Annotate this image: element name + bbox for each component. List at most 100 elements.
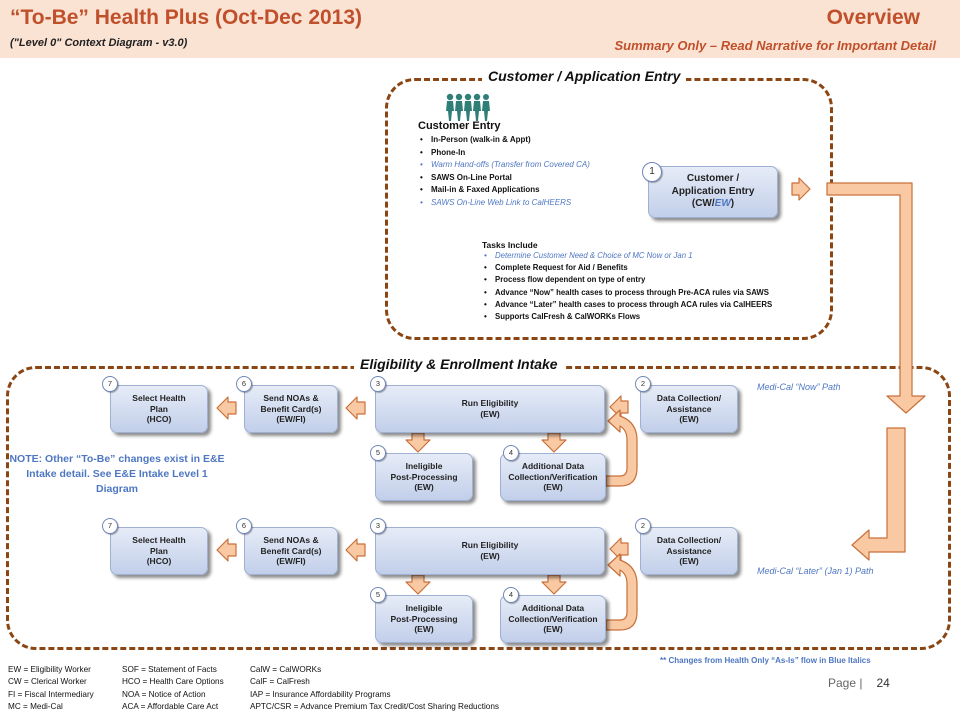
- later-path-label: Medi-Cal “Later” (Jan 1) Path: [757, 566, 874, 576]
- page-title: “To-Be” Health Plus (Oct-Dec 2013): [10, 6, 363, 29]
- legend-entry: NOA = Notice of Action: [122, 689, 206, 699]
- tasks-list: Tasks Include Determine Customer Need & …: [482, 240, 772, 323]
- box-line: Assistance: [666, 403, 712, 414]
- page-number: Page | 24: [828, 676, 890, 690]
- task-item: Advance “Now” health cases to process th…: [482, 287, 772, 299]
- additional-data-box[interactable]: Additional Data Collection/Verification …: [500, 595, 606, 643]
- step-badge: 4: [503, 445, 519, 461]
- entry-item: Mail-in & Faxed Applications: [418, 184, 590, 197]
- legend-column-3: CalW = CalWORKs CalF = CalFresh IAP = In…: [250, 664, 499, 714]
- box-line: Ineligible: [405, 603, 443, 614]
- run-eligibility-box[interactable]: Run Eligibility (EW): [375, 527, 605, 575]
- data-collection-box[interactable]: Data Collection/ Assistance (EW): [640, 527, 738, 575]
- arrow-return-2: [605, 553, 638, 631]
- now-path-label: Medi-Cal “Now” Path: [757, 382, 841, 392]
- box-line: (EW): [480, 409, 500, 419]
- box-line: Select Health: [132, 535, 186, 546]
- page-number-value: 24: [876, 676, 890, 690]
- customer-entry-region-title: Customer / Application Entry: [482, 68, 687, 84]
- step-badge: 6: [236, 376, 252, 392]
- tasks-title: Tasks Include: [482, 240, 538, 250]
- box-line: Post-Processing: [390, 613, 458, 624]
- legend-entry: FI = Fiscal Intermediary: [8, 689, 94, 699]
- legend-entry: MC = Medi-Cal: [8, 702, 63, 712]
- box-line-prefix: (CW/: [691, 198, 715, 210]
- overview-label: Overview: [826, 6, 920, 29]
- customer-application-entry-box[interactable]: Customer / Application Entry (CW/EW): [648, 166, 778, 218]
- box-line: Send NOAs &: [263, 535, 319, 546]
- arrow-run-to-send-1: [345, 396, 366, 420]
- people-group-icon: [446, 93, 490, 121]
- legend-column-1: EW = Eligibility Worker CW = Clerical Wo…: [8, 664, 94, 714]
- box-line: (EW/FI): [276, 414, 306, 425]
- step-badge: 3: [370, 518, 386, 534]
- box-line: Customer /: [686, 173, 740, 185]
- legend-entry: EW = Eligibility Worker: [8, 665, 91, 674]
- box-line: Additional Data: [521, 603, 585, 614]
- box-line: Data Collection/: [656, 535, 722, 546]
- eligibility-region-title: Eligibility & Enrollment Intake: [354, 356, 564, 372]
- box-line-changed: EW: [714, 198, 731, 210]
- arrow-send-to-select-2: [216, 538, 237, 562]
- step-badge: 2: [635, 376, 651, 392]
- box-line: Assistance: [666, 545, 712, 556]
- page-label: Page |: [828, 676, 863, 690]
- send-noas-box[interactable]: Send NOAs & Benefit Card(s) (EW/FI): [244, 527, 338, 575]
- summary-note: Summary Only – Read Narrative for Import…: [614, 38, 936, 53]
- box-line: Benefit Card(s): [260, 403, 322, 414]
- entry-item: Phone-In: [418, 147, 590, 160]
- step-badge: 7: [102, 518, 118, 534]
- entry-item-changed: Warm Hand-offs (Transfer from Covered CA…: [418, 159, 590, 172]
- task-item-changed: Determine Customer Need & Choice of MC N…: [482, 250, 772, 262]
- step-badge: 3: [370, 376, 386, 392]
- box-line: Select Health: [132, 393, 186, 404]
- arrow-return-1: [605, 409, 638, 487]
- data-collection-box[interactable]: Data Collection/ Assistance (EW): [640, 385, 738, 433]
- box-line: Plan: [150, 545, 168, 556]
- legend-entry: CalW = CalWORKs: [250, 665, 322, 674]
- box-line: Collection/Verification: [508, 613, 598, 624]
- box-line: Additional Data: [521, 461, 585, 472]
- box-line: Collection/Verification: [508, 471, 598, 482]
- arrow-elbow-now: [826, 182, 926, 414]
- ineligible-box[interactable]: Ineligible Post-Processing (EW): [375, 453, 473, 501]
- arrow-right-customer: [791, 177, 811, 201]
- page-subtitle: ("Level 0" Context Diagram - v3.0): [10, 37, 188, 49]
- step-badge: 7: [102, 376, 118, 392]
- box-line: (HCO): [146, 414, 172, 425]
- box-line: (EW): [414, 624, 434, 635]
- legend-entry: APTC/CSR = Advance Premium Tax Credit/Co…: [250, 702, 499, 712]
- legend-entry: CW = Clerical Worker: [8, 677, 87, 687]
- legend-entry: CalF = CalFresh: [250, 677, 310, 687]
- select-health-plan-box[interactable]: Select Health Plan (HCO): [110, 527, 208, 575]
- legend-column-2: SOF = Statement of Facts HCO = Health Ca…: [122, 664, 224, 714]
- box-line: (EW): [480, 551, 500, 561]
- arrow-elbow-later: [851, 427, 906, 561]
- step-badge: 5: [370, 587, 386, 603]
- ineligible-box[interactable]: Ineligible Post-Processing (EW): [375, 595, 473, 643]
- additional-data-box[interactable]: Additional Data Collection/Verification …: [500, 453, 606, 501]
- entry-item-changed: SAWS On-Line Web Link to CalHEERS: [418, 197, 590, 210]
- run-eligibility-box[interactable]: Run Eligibility (EW): [375, 385, 605, 433]
- send-noas-box[interactable]: Send NOAs & Benefit Card(s) (EW/FI): [244, 385, 338, 433]
- box-line: (EW/FI): [276, 556, 306, 567]
- customer-entry-title: Customer Entry: [418, 120, 501, 132]
- legend-entry: ACA = Affordable Care Act: [122, 702, 219, 712]
- legend-entry: SOF = Statement of Facts: [122, 665, 217, 674]
- arrow-down-ineligible-1: [405, 432, 431, 453]
- arrow-run-to-send-2: [345, 538, 366, 562]
- arrow-down-ineligible-2: [405, 574, 431, 595]
- box-line: Benefit Card(s): [260, 545, 322, 556]
- box-line: Plan: [150, 403, 168, 414]
- task-item: Process flow dependent on type of entry: [482, 274, 772, 286]
- box-line: Run Eligibility: [461, 398, 519, 409]
- entry-item: SAWS On-Line Portal: [418, 172, 590, 185]
- box-line: Application Entry: [671, 185, 755, 197]
- header-band: “To-Be” Health Plus (Oct-Dec 2013) ("Lev…: [0, 0, 960, 58]
- step-badge: 4: [503, 587, 519, 603]
- arrow-down-additional-2: [541, 574, 567, 595]
- box-line: Run Eligibility: [461, 540, 519, 551]
- select-health-plan-box[interactable]: Select Health Plan (HCO): [110, 385, 208, 433]
- step-badge: 5: [370, 445, 386, 461]
